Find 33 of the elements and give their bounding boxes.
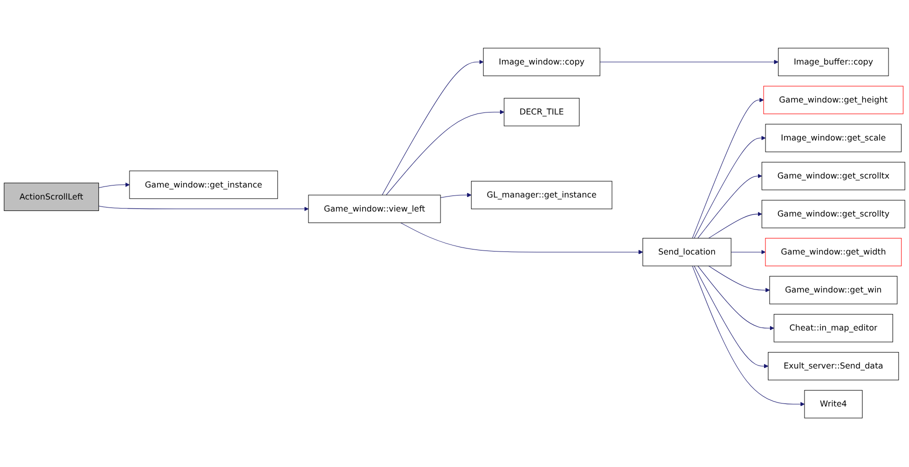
arrow (730, 250, 766, 255)
arrow (386, 110, 504, 196)
node-box: Game_window::view_left (308, 195, 441, 224)
node-box: ActionScrollLeft (4, 183, 99, 212)
node-box: Write4 (804, 390, 863, 419)
node-box: Game_window::get_height (763, 86, 904, 115)
arrow (440, 193, 472, 198)
node-box: Game_window::get_scrollty (762, 200, 906, 229)
node-box: Game_window::get_instance (129, 171, 278, 200)
arrow (692, 98, 764, 239)
arrow (708, 212, 762, 239)
arrow (600, 60, 778, 65)
arrow (98, 206, 309, 212)
node-box: Image_window::copy (483, 48, 600, 77)
node-box: Game_window::get_scrolltx (762, 162, 906, 191)
arrow (708, 266, 770, 293)
arrow (400, 222, 644, 255)
arrow (698, 266, 774, 331)
arrow (382, 60, 484, 196)
arrow (692, 266, 805, 407)
node-box: Game_window::get_width (765, 238, 902, 267)
node-box: Image_window::get_scale (765, 124, 902, 153)
node-box: Exult_server::Send_data (768, 352, 899, 381)
node-box: Image_buffer::copy (778, 48, 889, 77)
node-box: Cheat::in_map_editor (774, 314, 894, 343)
node-box: Game_window::get_win (769, 276, 898, 305)
arrow (694, 136, 766, 239)
arrow (698, 174, 762, 239)
node-box: DECR_TILE (504, 98, 580, 127)
arrow (694, 266, 768, 369)
node-box: GL_manager::get_instance (471, 181, 612, 210)
arrow (98, 182, 130, 188)
node-box: Send_location (642, 238, 732, 267)
